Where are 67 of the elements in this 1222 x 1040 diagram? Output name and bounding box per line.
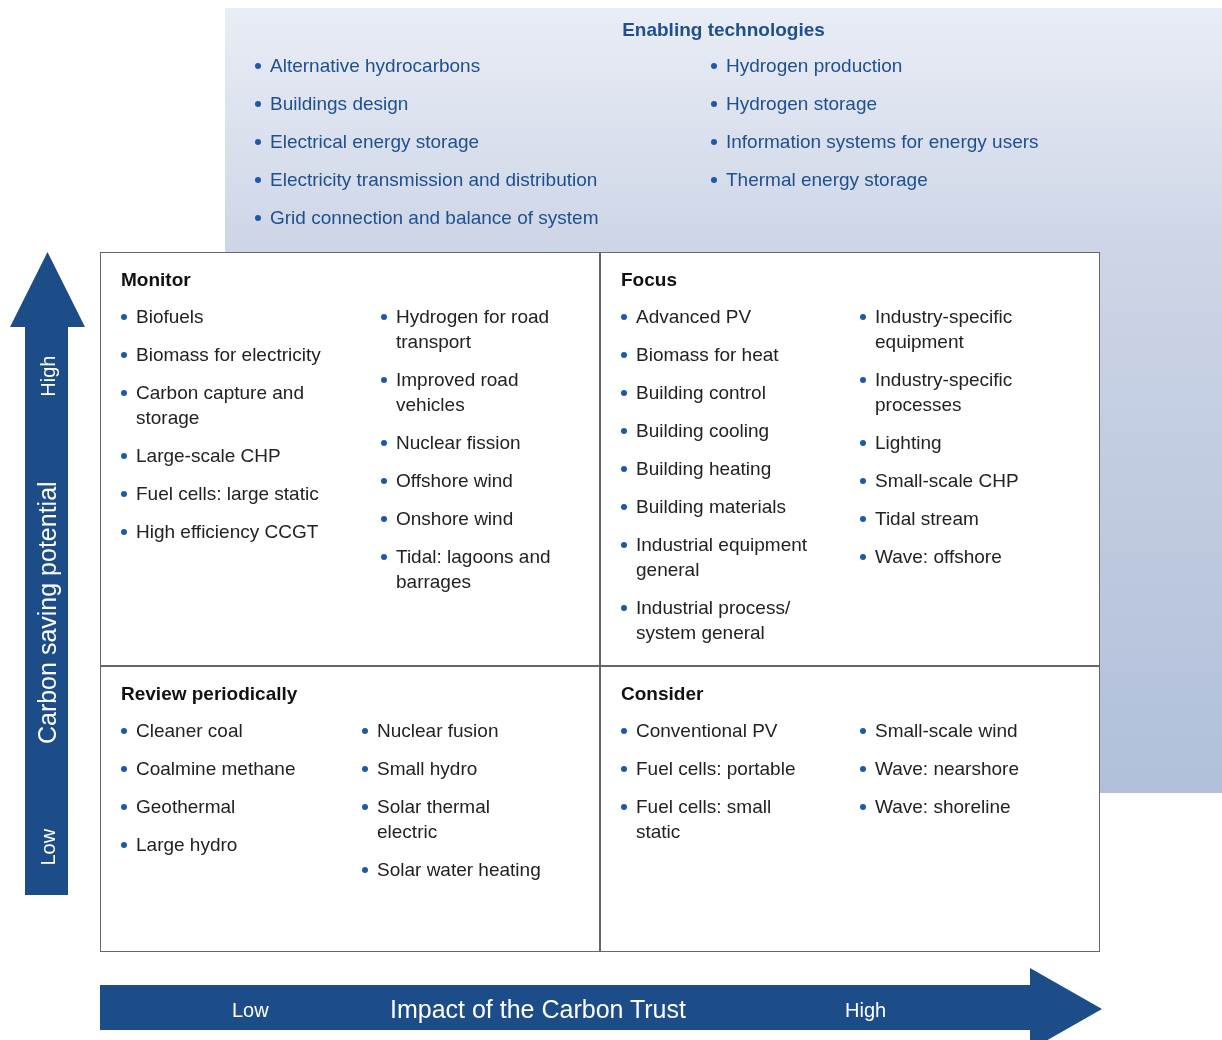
axis-low-label: Low bbox=[34, 828, 59, 865]
list-item: Fuel cells: small static bbox=[636, 795, 773, 844]
quadrant-panel bbox=[100, 666, 600, 952]
list-item: Wave: offshore bbox=[875, 545, 1002, 569]
list-item: Small hydro bbox=[377, 757, 478, 781]
list-item: Fuel cells: portable bbox=[636, 757, 796, 781]
list-item: Offshore wind bbox=[396, 469, 513, 493]
list-item: Building cooling bbox=[636, 419, 770, 443]
list-item: Solar water heating bbox=[377, 858, 541, 882]
axis-arrow bbox=[100, 968, 1102, 1040]
list-item: Coalmine methane bbox=[136, 757, 296, 781]
axis-title: Impact of the Carbon Trust bbox=[390, 994, 686, 1025]
band-heading: Enabling technologies bbox=[621, 18, 826, 42]
list-item: Geothermal bbox=[136, 795, 236, 819]
list-item: Building materials bbox=[636, 495, 786, 519]
list-item: Fuel cells: large static bbox=[136, 482, 319, 506]
list-item: Industrial equipment general bbox=[636, 533, 809, 582]
list-item: Carbon capture and storage bbox=[136, 381, 305, 430]
list-item: Nuclear fusion bbox=[377, 719, 499, 743]
list-item: Biomass for heat bbox=[636, 343, 779, 367]
axis-high-label: High bbox=[34, 355, 60, 397]
list-item: Building heating bbox=[636, 457, 772, 481]
list-item: Improved road vehicles bbox=[396, 368, 520, 417]
axis-title: Carbon saving potential bbox=[30, 480, 62, 744]
quadrant-heading: Consider bbox=[621, 682, 704, 706]
list-item: Buildings design bbox=[270, 92, 409, 116]
quadrant-panel bbox=[100, 252, 600, 666]
list-item: Large-scale CHP bbox=[136, 444, 281, 468]
list-item: Tidal: lagoons and barrages bbox=[396, 545, 552, 594]
axis-arrow bbox=[10, 252, 85, 895]
quadrant-heading: Monitor bbox=[121, 268, 191, 292]
list-item: Nuclear fission bbox=[396, 431, 521, 455]
list-item: Industry-specific equipment bbox=[875, 305, 1014, 354]
list-item: Large hydro bbox=[136, 833, 238, 857]
list-item: Wave: shoreline bbox=[875, 795, 1011, 819]
enabling-technologies-band bbox=[225, 8, 1222, 252]
quadrant-panel bbox=[600, 252, 1100, 666]
list-item: Wave: nearshore bbox=[875, 757, 1019, 781]
list-item: Conventional PV bbox=[636, 719, 778, 743]
list-item: Biofuels bbox=[136, 305, 204, 329]
list-item: Cleaner coal bbox=[136, 719, 243, 743]
list-item: Hydrogen for road transport bbox=[396, 305, 551, 354]
list-item: Thermal energy storage bbox=[726, 168, 928, 192]
list-item: Lighting bbox=[875, 431, 942, 455]
list-item: Tidal stream bbox=[875, 507, 979, 531]
list-item: Alternative hydrocarbons bbox=[270, 54, 481, 78]
list-item: Onshore wind bbox=[396, 507, 514, 531]
list-item: High efficiency CCGT bbox=[136, 520, 319, 544]
quadrant-panel bbox=[600, 666, 1100, 952]
list-item: Electricity transmission and distribution bbox=[270, 168, 598, 192]
list-item: Electrical energy storage bbox=[270, 130, 480, 154]
quadrant-heading: Focus bbox=[621, 268, 677, 292]
quadrant-heading: Review periodically bbox=[121, 682, 298, 706]
axis-low-label: Low bbox=[232, 998, 269, 1023]
list-item: Grid connection and balance of system bbox=[270, 206, 599, 230]
list-item: Building control bbox=[636, 381, 766, 405]
list-item: Biomass for electricity bbox=[136, 343, 321, 367]
list-item: Advanced PV bbox=[636, 305, 752, 329]
list-item: Industry-specific processes bbox=[875, 368, 1014, 417]
list-item: Information systems for energy users bbox=[726, 130, 1039, 154]
list-item: Industrial process/ system general bbox=[636, 596, 792, 645]
list-item: Small-scale CHP bbox=[875, 469, 1019, 493]
axis-high-label: High bbox=[845, 998, 887, 1023]
list-item: Hydrogen storage bbox=[726, 92, 878, 116]
list-item: Solar thermal electric bbox=[377, 795, 491, 844]
list-item: Small-scale wind bbox=[875, 719, 1018, 743]
list-item: Hydrogen production bbox=[726, 54, 903, 78]
